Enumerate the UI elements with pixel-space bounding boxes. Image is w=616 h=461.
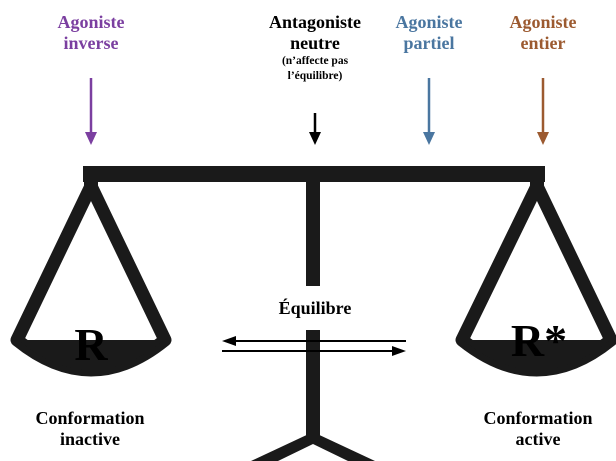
conformation-active-line1: Conformation [483, 408, 593, 428]
neutral-antagonist-line2: neutre [290, 33, 340, 53]
receptor-inactive-symbol: R [74, 319, 108, 370]
neutral-antagonist-note1: (n’affecte pas [281, 55, 349, 67]
equilibrium-label: Équilibre [278, 298, 352, 318]
forward-arrow [222, 346, 406, 356]
inverse-agonist-arrow [85, 78, 97, 145]
conformation-inactive-line1: Conformation [35, 408, 145, 428]
conformation-active-label: Conformation active [460, 408, 616, 450]
neutral-antagonist-line1: Antagoniste [268, 12, 361, 32]
full-agonist-line1: Agoniste [509, 12, 577, 32]
full-agonist-line2: entier [520, 33, 566, 53]
conformation-active-line2: active [515, 429, 561, 449]
receptor-active-symbol: R* [510, 315, 568, 366]
left-pan [10, 170, 172, 377]
partial-agonist-line2: partiel [403, 33, 455, 53]
partial-agonist-label: Agoniste partiel [379, 12, 479, 54]
inverse-agonist-label: Agoniste inverse [36, 12, 146, 54]
inverse-agonist-line1: Agoniste [57, 12, 125, 32]
right-pan [455, 170, 616, 377]
scale-beam [83, 166, 545, 182]
neutral-antagonist-label: Antagoniste neutre (n’affecte pas l’équi… [248, 12, 382, 84]
full-agonist-label: Agoniste entier [492, 12, 594, 54]
conformation-inactive-line2: inactive [60, 429, 120, 449]
partial-agonist-line1: Agoniste [395, 12, 463, 32]
neutral-antagonist-note2: l’équilibre) [287, 70, 343, 82]
partial-agonist-arrow [423, 78, 435, 145]
inverse-agonist-line2: inverse [63, 33, 119, 53]
neutral-antagonist-arrow [309, 113, 321, 145]
full-agonist-arrow [537, 78, 549, 145]
reverse-arrow [222, 336, 406, 346]
conformation-inactive-label: Conformation inactive [2, 408, 178, 450]
